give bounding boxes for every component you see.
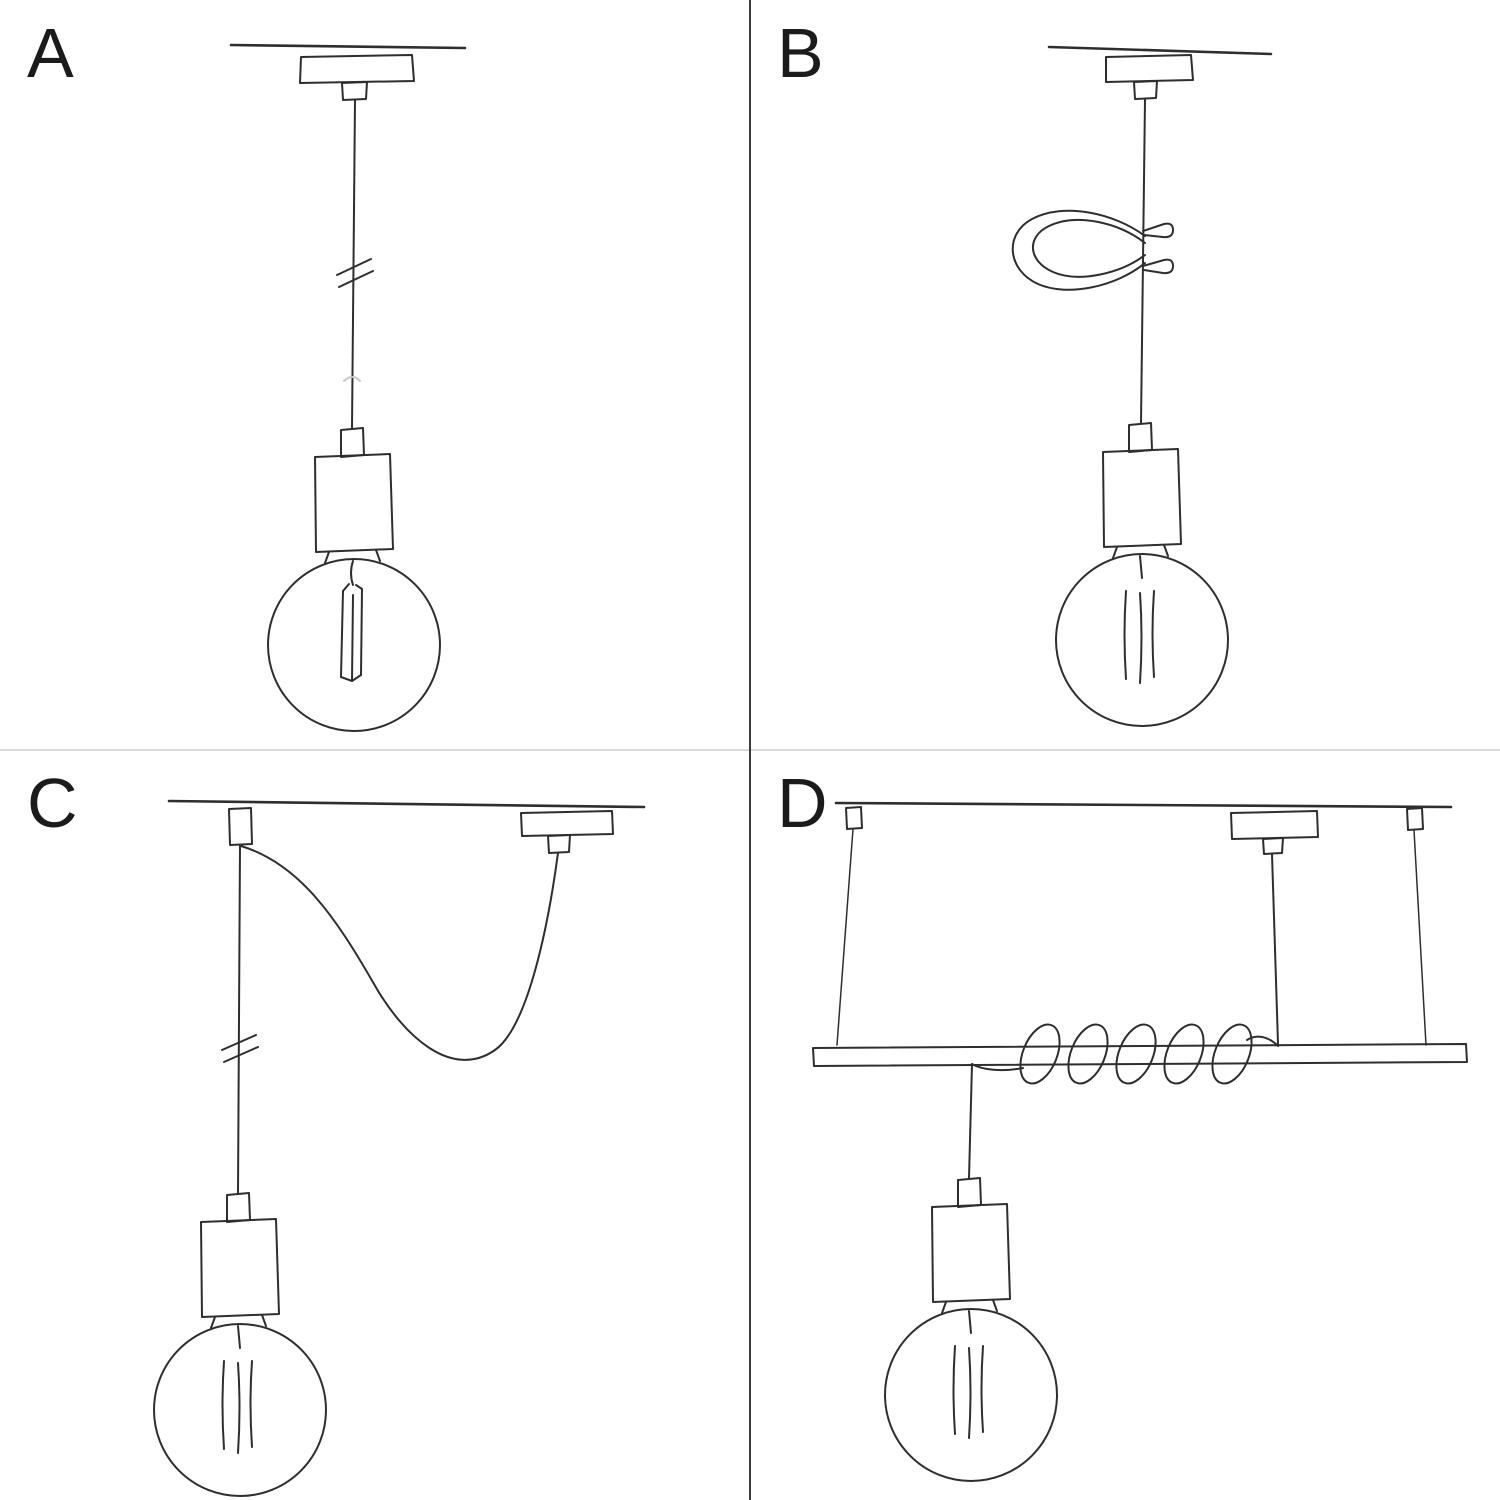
panel-a-label: A <box>27 14 75 92</box>
panel-a: A <box>0 0 750 750</box>
vertical-divider <box>749 0 751 1500</box>
cable-cut-marks <box>336 258 374 288</box>
ceiling-line <box>834 801 1453 809</box>
panel-b: B <box>750 0 1500 750</box>
panel-d-label: D <box>777 764 829 842</box>
panel-c: C <box>0 750 750 1500</box>
ceiling-line <box>167 799 646 809</box>
pendant-wrapped-bar-sketch <box>812 801 1468 1482</box>
cable-coil-wraps <box>971 1023 1279 1085</box>
lamp-holder-and-bulb <box>884 1177 1058 1482</box>
pendant-swag-hook-sketch <box>153 799 646 1497</box>
panel-c-label: C <box>27 764 79 842</box>
cable-faint-mark <box>343 376 361 382</box>
pendant-cable-tie-loop-sketch <box>1011 45 1273 727</box>
pendant-cable <box>237 844 241 1194</box>
ceiling-rose <box>1230 810 1319 855</box>
right-suspension-gland <box>1406 807 1424 831</box>
pendant-cable <box>1140 98 1146 424</box>
pendant-cable-drop <box>968 1063 973 1179</box>
lamp-holder-and-bulb <box>1055 422 1229 727</box>
ceiling-rose <box>1105 54 1194 100</box>
hanging-bar <box>812 1043 1468 1067</box>
lamp-holder-and-bulb <box>153 1192 327 1497</box>
panel-b-label: B <box>777 14 825 92</box>
swag-cable <box>240 845 559 1061</box>
pendant-cable <box>351 99 356 429</box>
ceiling-rose <box>299 54 415 101</box>
ceiling-rose <box>520 810 614 854</box>
ceiling-line <box>229 43 467 50</box>
cable-cut-marks <box>221 1034 259 1063</box>
left-suspension-gland <box>845 806 863 830</box>
cable-tie-loop <box>1011 209 1174 291</box>
lamp-holder-and-bulb <box>267 427 441 732</box>
pendant-cable-upper <box>1271 853 1279 1045</box>
ceiling-line <box>1047 45 1273 56</box>
suspension-wires <box>836 828 1427 1046</box>
pendant-straight-drop-sketch <box>229 43 467 732</box>
ceiling-hook <box>228 807 253 846</box>
panel-d: D <box>750 750 1500 1500</box>
